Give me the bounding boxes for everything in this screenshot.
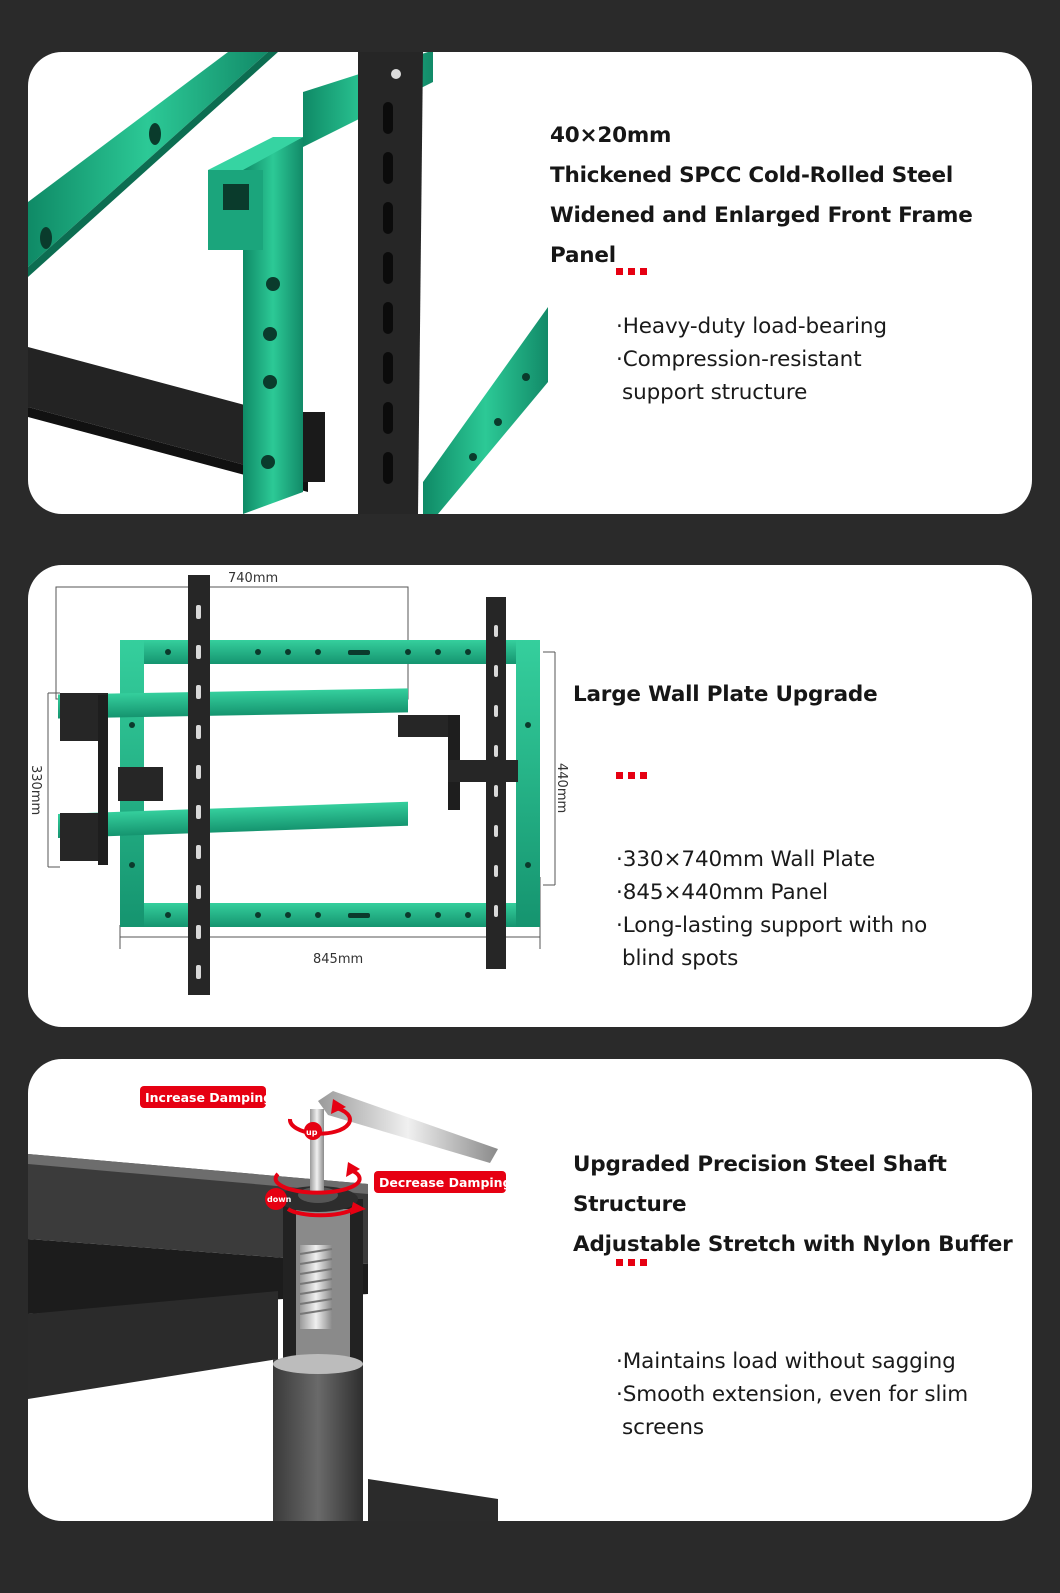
bullet-item: ·330×740mm Wall Plate bbox=[616, 847, 876, 872]
down-marker-label: down bbox=[267, 1195, 292, 1204]
red-dots-divider bbox=[616, 268, 647, 275]
bullet-item: ·Compression-resistant bbox=[616, 347, 862, 372]
feature-card-steel-shaft: up down Increase Damping Decrease Dampin… bbox=[28, 1059, 1032, 1521]
dim-label-top: 740mm bbox=[228, 571, 278, 586]
red-dots-divider bbox=[616, 772, 647, 779]
heading-line: 40×20mm bbox=[550, 123, 672, 148]
heading-line: Thickened SPCC Cold-Rolled Steel bbox=[550, 163, 954, 188]
bullet-item: ·Long-lasting support with no bbox=[616, 913, 928, 938]
bullet-item: blind spots bbox=[622, 946, 739, 971]
dot bbox=[628, 1259, 635, 1266]
dot bbox=[640, 268, 647, 275]
dot bbox=[616, 1259, 623, 1266]
dot bbox=[628, 268, 635, 275]
card1-bullets: ·Heavy-duty load-bearing ·Compression-re… bbox=[616, 310, 887, 409]
red-dots-divider bbox=[616, 1259, 647, 1266]
card2-bullets: ·330×740mm Wall Plate ·845×440mm Panel ·… bbox=[616, 843, 927, 975]
dim-label-bottom: 845mm bbox=[313, 952, 363, 967]
wall-plate-diagram: 740mm 845mm 330mm 440mm bbox=[28, 571, 568, 995]
dot bbox=[640, 772, 647, 779]
card1-heading: 40×20mm Thickened SPCC Cold-Rolled Steel… bbox=[550, 116, 1032, 276]
decrease-damping-label: Decrease Damping bbox=[379, 1175, 512, 1190]
dim-label-left: 330mm bbox=[28, 765, 43, 815]
bullet-item: ·Maintains load without sagging bbox=[616, 1349, 956, 1374]
dot bbox=[616, 772, 623, 779]
bullet-item: ·Heavy-duty load-bearing bbox=[616, 314, 887, 339]
card3-heading: Upgraded Precision Steel Shaft Structure… bbox=[573, 1145, 1032, 1265]
heading-line: Upgraded Precision Steel Shaft Structure bbox=[573, 1152, 947, 1217]
heading-line: Large Wall Plate Upgrade bbox=[573, 682, 878, 707]
dot bbox=[628, 772, 635, 779]
dim-label-right: 440mm bbox=[554, 763, 568, 813]
bullet-item: ·Smooth extension, even for slim bbox=[616, 1382, 969, 1407]
heading-line: Adjustable Stretch with Nylon Buffer bbox=[573, 1232, 1013, 1257]
bullet-item: support structure bbox=[622, 380, 808, 405]
bullet-item: ·845×440mm Panel bbox=[616, 880, 829, 905]
dot bbox=[640, 1259, 647, 1266]
up-marker-label: up bbox=[306, 1128, 318, 1137]
dot bbox=[616, 268, 623, 275]
heading-line: Widened and Enlarged Front Frame Panel bbox=[550, 203, 973, 268]
feature-card-wall-plate: 740mm 845mm 330mm 440mm bbox=[28, 565, 1032, 1027]
frame-panel-illustration bbox=[28, 52, 548, 514]
card2-heading: Large Wall Plate Upgrade bbox=[573, 675, 878, 715]
steel-shaft-illustration: up down Increase Damping Decrease Dampin… bbox=[28, 1086, 512, 1521]
feature-card-frame-panel: 40×20mm Thickened SPCC Cold-Rolled Steel… bbox=[28, 52, 1032, 514]
increase-damping-label: Increase Damping bbox=[145, 1090, 272, 1105]
bullet-item: screens bbox=[622, 1415, 704, 1440]
card3-bullets: ·Maintains load without sagging ·Smooth … bbox=[616, 1345, 968, 1444]
